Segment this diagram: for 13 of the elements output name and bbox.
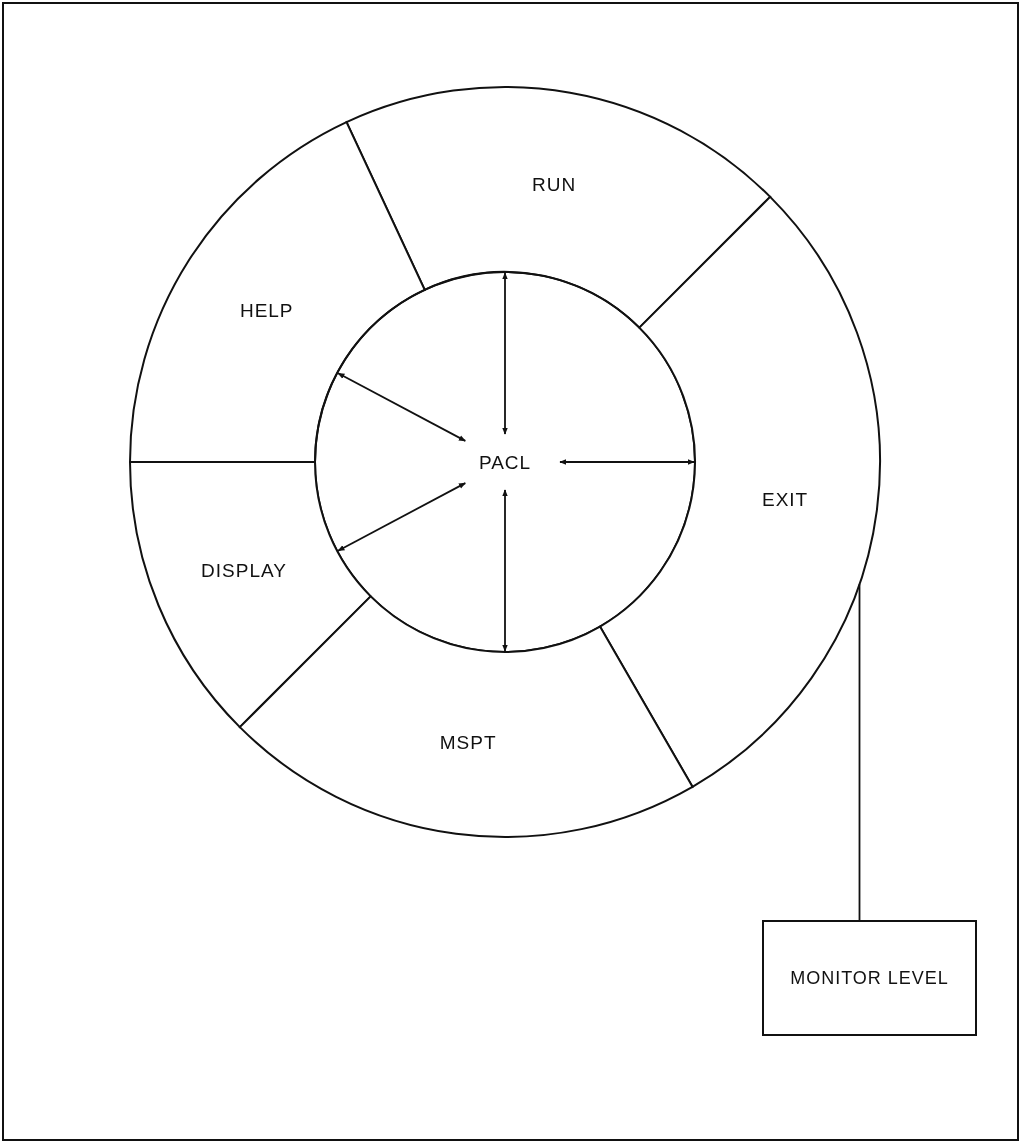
segment-label: RUN — [531, 173, 577, 195]
connector-line — [858, 583, 861, 921]
segment-label: HELP — [239, 300, 294, 322]
segment-label: MSPT — [439, 732, 497, 754]
arrow — [559, 459, 695, 465]
arrow — [502, 489, 508, 652]
segment-label: DISPLAY — [201, 560, 287, 582]
hub-label: PACL — [478, 452, 532, 473]
arrow — [337, 372, 467, 442]
process-box: MONITOR LEVEL — [762, 920, 977, 1036]
arrow — [337, 482, 467, 552]
segment-label: EXIT — [761, 488, 809, 510]
arrow — [502, 272, 508, 435]
